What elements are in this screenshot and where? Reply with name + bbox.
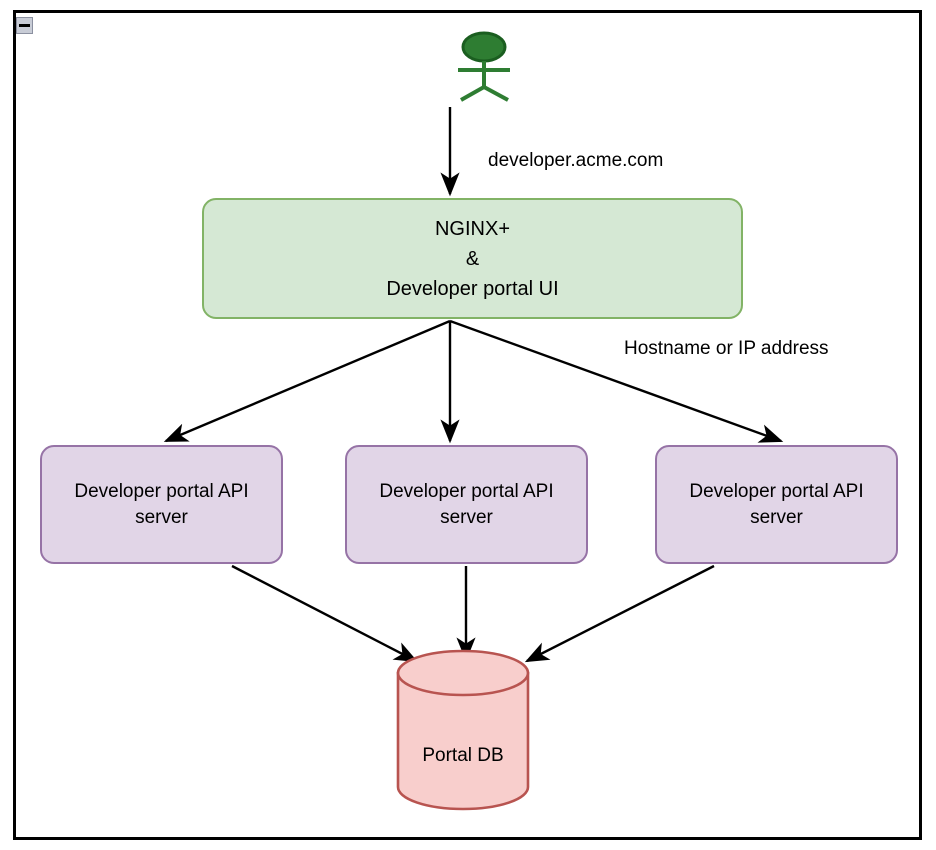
api-1-line-2: server bbox=[135, 506, 188, 528]
node-nginx-developer-portal-ui[interactable]: NGINX+ & Developer portal UI bbox=[202, 198, 743, 319]
node-developer-portal-api-server-3[interactable]: Developer portal API server bbox=[655, 445, 898, 564]
diagram-frame bbox=[13, 10, 922, 840]
api-3-line-2: server bbox=[750, 506, 803, 528]
node-developer-portal-api-server-2[interactable]: Developer portal API server bbox=[345, 445, 588, 564]
api-2-line-2: server bbox=[440, 506, 493, 528]
node-portal-db-label: Portal DB bbox=[422, 745, 504, 766]
node-developer-portal-api-server-1[interactable]: Developer portal API server bbox=[40, 445, 283, 564]
nginx-line-1: NGINX+ bbox=[434, 217, 511, 240]
nginx-line-2: & bbox=[465, 247, 480, 270]
edge-label-hostname: Hostname or IP address bbox=[624, 338, 829, 359]
api-1-line-1: Developer portal API bbox=[74, 480, 249, 502]
api-3-line-1: Developer portal API bbox=[689, 480, 864, 502]
api-2-line-1: Developer portal API bbox=[379, 480, 554, 502]
edge-label-domain: developer.acme.com bbox=[488, 150, 664, 171]
minus-icon bbox=[19, 24, 30, 27]
nginx-line-3: Developer portal UI bbox=[386, 277, 559, 300]
collapse-toggle-button[interactable] bbox=[16, 17, 33, 34]
